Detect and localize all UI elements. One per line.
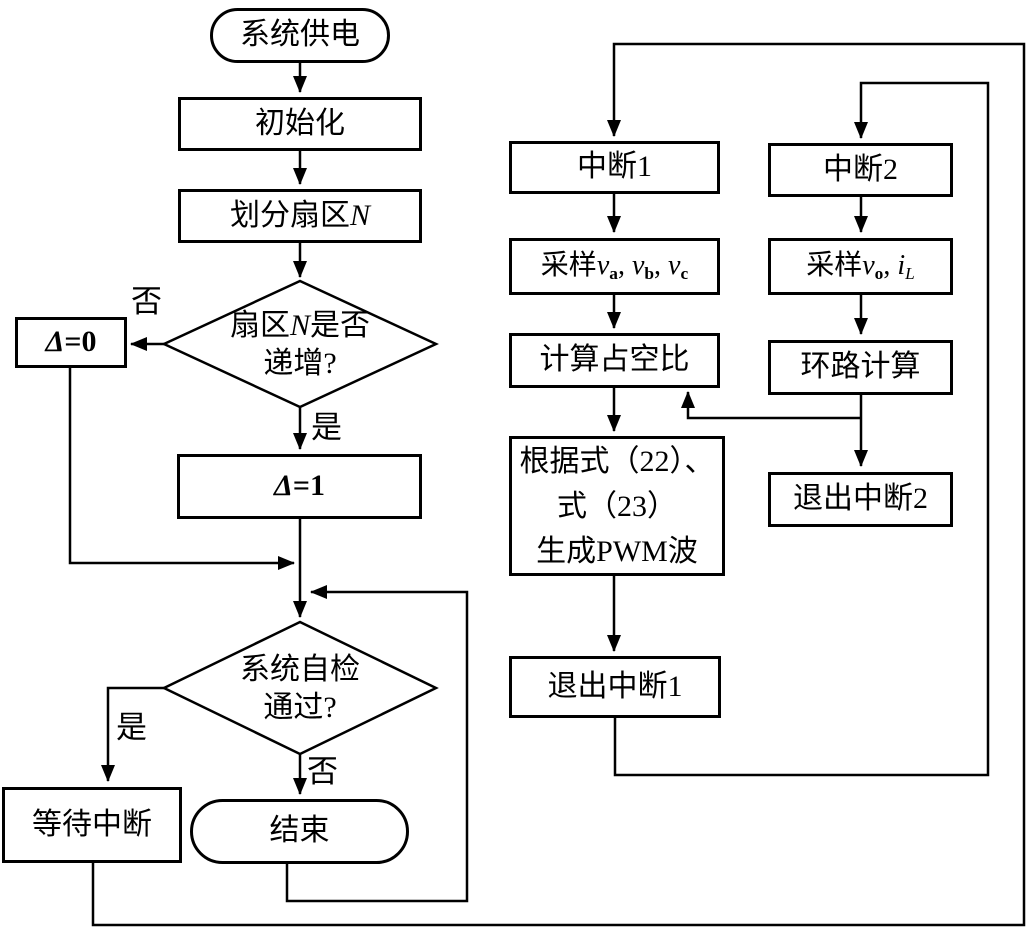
delta1-process: Δ=1: [177, 454, 422, 519]
duty-cycle-process: 计算占空比: [509, 333, 720, 388]
self-check-decision: 系统自检 通过?: [165, 651, 435, 727]
arrow-end-feedback: [285, 585, 469, 903]
interrupt2-label: 中断2: [823, 152, 898, 186]
arrow-decision2-wait: [101, 686, 166, 782]
pwm-line-1: 根据式（22）、: [519, 444, 715, 478]
divide-sector-process: 划分扇区N: [178, 189, 422, 243]
exit-interrupt1-process: 退出中断1: [509, 656, 721, 718]
init-label: 初始化: [255, 106, 345, 140]
arrow-exit1-interrupt2: [613, 81, 990, 777]
self-check-line1: 系统自检: [240, 653, 360, 686]
exit-interrupt2-process: 退出中断2: [768, 472, 953, 527]
wait-interrupt-label: 等待中断: [32, 807, 152, 841]
start-terminator: 系统供电: [210, 8, 390, 63]
interrupt2-process: 中断2: [768, 143, 953, 197]
divide-sector-label: 划分扇区N: [229, 198, 370, 232]
end-label: 结束: [269, 814, 330, 848]
sample-voil-process: 采样vo, iL: [768, 238, 953, 295]
pwm-generate-process: 根据式（22）、 式（23） 生成PWM波: [509, 436, 725, 576]
sample-vabc-label: 采样va, vb, vc: [540, 249, 689, 283]
wait-interrupt-process: 等待中断: [2, 787, 182, 863]
pwm-generate-lines: 根据式（22）、 式（23） 生成PWM波: [520, 439, 715, 574]
arrow-delta0-junction: [68, 368, 295, 570]
self-check-decision-shape: [161, 620, 439, 756]
sector-increase-decision: 扇区N是否 递增?: [165, 307, 435, 383]
label-sector-yes: 是: [311, 410, 342, 445]
interrupt1-process: 中断1: [509, 141, 720, 194]
sample-voil-label: 采样vo, iL: [806, 249, 915, 283]
end-terminator: 结束: [190, 799, 409, 864]
delta0-label: Δ=0: [45, 325, 97, 359]
sample-vabc-process: 采样va, vb, vc: [509, 238, 720, 295]
delta0-process: Δ=0: [15, 317, 127, 368]
exit-interrupt1-label: 退出中断1: [547, 669, 683, 703]
arrow-wait-interrupt1: [91, 42, 1026, 927]
exit-interrupt2-label: 退出中断2: [793, 482, 928, 516]
self-check-line2: 通过?: [263, 691, 337, 724]
arrow-loopcalc-duty: [681, 391, 861, 420]
sector-increase-decision-shape: [161, 279, 439, 409]
loop-calc-process: 环路计算: [768, 340, 953, 395]
init-process: 初始化: [178, 97, 422, 151]
pwm-line-3: 生成PWM波: [536, 534, 698, 568]
duty-cycle-label: 计算占空比: [539, 343, 690, 377]
interrupt1-label: 中断1: [577, 150, 652, 184]
loop-calc-label: 环路计算: [800, 350, 921, 384]
label-check-no: 否: [307, 754, 338, 789]
sector-decision-line2: 递增?: [263, 347, 337, 380]
start-label: 系统供电: [240, 18, 360, 52]
sector-decision-line1: 扇区N是否: [229, 309, 370, 342]
pwm-line-2: 式（23）: [557, 489, 677, 523]
delta1-label: Δ=1: [274, 469, 325, 503]
label-check-yes: 是: [116, 710, 147, 745]
label-sector-no: 否: [131, 284, 162, 319]
